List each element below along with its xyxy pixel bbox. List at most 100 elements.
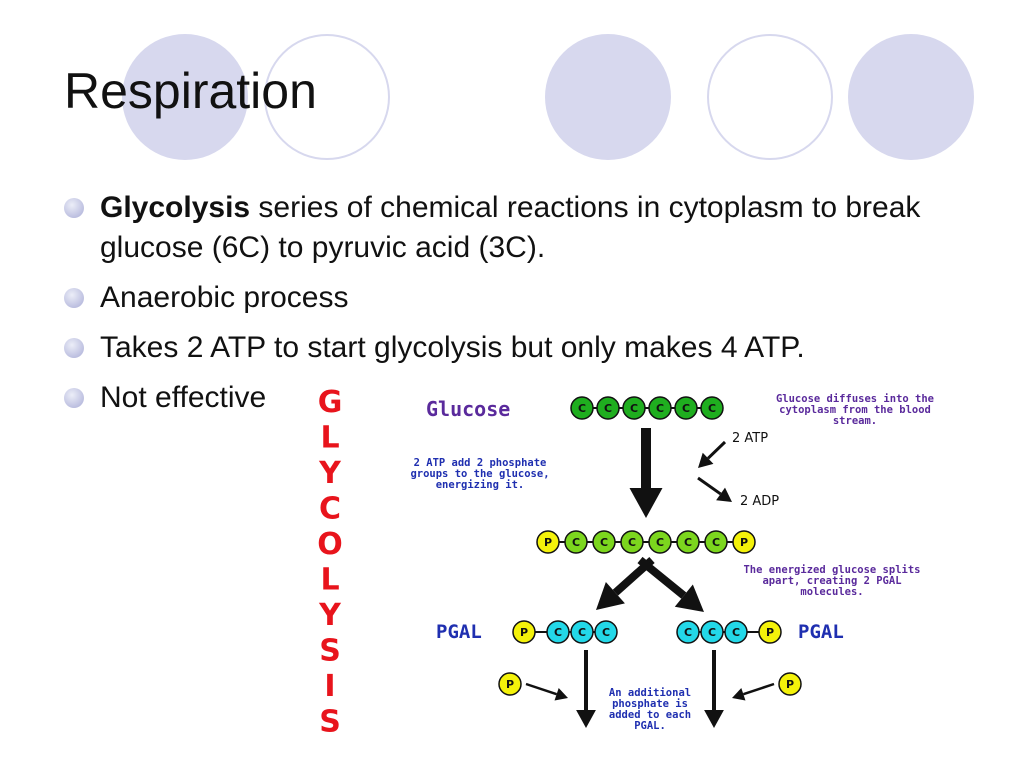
glucose-carbon: [570, 396, 594, 420]
pgal-carbon: [594, 620, 618, 644]
note-phosphate-line: PGAL.: [634, 720, 666, 732]
pgal-carbon: [546, 620, 570, 644]
phosphate-arrow-right: [742, 682, 775, 696]
bullet-item: Not effective: [64, 378, 964, 418]
pgal-carbon-label: C: [684, 626, 692, 639]
energized-carbon-label: C: [712, 536, 720, 549]
phosphate-ball: [498, 672, 522, 696]
split-arrow-right-head: [674, 584, 704, 612]
note-atp-line: groups to the glucose,: [410, 468, 549, 480]
phosphate-ball: [758, 620, 782, 644]
glucose-carbon: [596, 396, 620, 420]
energized-carbon-label: C: [628, 536, 636, 549]
glucose-carbon: [648, 396, 672, 420]
note-diffuse-line: cytoplasm from the blood: [779, 404, 931, 416]
phosphate-ball-label: P: [506, 678, 514, 691]
bullet-dot-icon: [64, 388, 84, 408]
adp-out-arrow-head: [716, 487, 732, 502]
bullet-list: Glycolysis series of chemical reactions …: [64, 188, 964, 428]
note-atp-line: energizing it.: [436, 479, 525, 491]
vertical-title-letter: O: [317, 527, 343, 562]
note-phosphate-line: phosphate is: [612, 698, 688, 710]
split-arrow-left-head: [596, 582, 625, 610]
down-arrow-left-head: [576, 710, 596, 728]
glucose-carbon: [674, 396, 698, 420]
note-split-line: molecules.: [800, 586, 863, 598]
phosphate-ball-label: P: [786, 678, 794, 691]
vertical-title-letter: L: [320, 563, 339, 598]
atp-in-arrow-head: [698, 452, 714, 468]
phosphate-ball: [536, 530, 560, 554]
energized-carbon: [564, 530, 588, 554]
energized-carbon: [620, 530, 644, 554]
energized-carbon-label: C: [600, 536, 608, 549]
phosphate-ball-label: P: [766, 626, 774, 639]
note-diffuse-line: stream.: [833, 415, 877, 427]
phosphate-arrow-right-head: [732, 687, 746, 701]
bullet-item: Glycolysis series of chemical reactions …: [64, 188, 964, 268]
pgal-label-right: PGAL: [798, 621, 844, 643]
glucose-carbon-label: C: [708, 402, 716, 415]
bullet-dot-icon: [64, 198, 84, 218]
note-phosphate-line: An additional: [609, 687, 691, 699]
glucose-label: Glucose: [426, 397, 510, 421]
phosphate-ball-label: P: [740, 536, 748, 549]
bullet-item: Anaerobic process: [64, 278, 964, 318]
vertical-title-letter: Y: [318, 456, 342, 491]
vertical-title-letter: S: [319, 634, 341, 669]
phosphate-ball-label: P: [520, 626, 528, 639]
note-atp-line: 2 ATP add 2 phosphate: [414, 457, 547, 469]
pgal-carbon-label: C: [732, 626, 740, 639]
energized-carbon-label: C: [656, 536, 664, 549]
decor-circle-3: [848, 34, 974, 160]
bullet-text: Not effective: [100, 381, 267, 414]
glucose-carbon-label: C: [578, 402, 586, 415]
vertical-title-letter: C: [319, 492, 341, 527]
bullet-dot-icon: [64, 288, 84, 308]
decor-circle-2: [545, 34, 671, 160]
pgal-carbon: [676, 620, 700, 644]
energized-carbon: [592, 530, 616, 554]
glucose-carbon: [700, 396, 724, 420]
pgal-carbon: [700, 620, 724, 644]
bullet-bold: Glycolysis: [100, 191, 251, 224]
note-split-line: The energized glucose splits: [743, 564, 920, 576]
bullet-text: Takes 2 ATP to start glycolysis but only…: [100, 331, 805, 364]
glucose-carbon-label: C: [656, 402, 664, 415]
main-down-arrow-head: [629, 488, 663, 518]
glucose-carbon-label: C: [630, 402, 638, 415]
glucose-carbon: [622, 396, 646, 420]
bullet-text: series of chemical reactions in cytoplas…: [100, 191, 921, 264]
energized-carbon-label: C: [684, 536, 692, 549]
phosphate-ball: [778, 672, 802, 696]
energized-carbon: [704, 530, 728, 554]
pgal-carbon-label: C: [708, 626, 716, 639]
phosphate-arrow-left: [525, 682, 558, 696]
vertical-title-letter: Y: [318, 598, 342, 633]
vertical-title-letter: S: [319, 705, 341, 740]
split-arrow-right: [637, 556, 687, 599]
note-phosphate-line: added to each: [609, 709, 691, 721]
note-diffuse-line: Glucose diffuses into the: [776, 393, 934, 405]
pgal-carbon-label: C: [578, 626, 586, 639]
phosphate-ball: [512, 620, 536, 644]
bullet-dot-icon: [64, 338, 84, 358]
vertical-title-letter: L: [320, 421, 339, 456]
decor-circle-1: [122, 34, 248, 160]
pgal-carbon-label: C: [554, 626, 562, 639]
glucose-carbon-label: C: [682, 402, 690, 415]
energized-carbon-label: C: [572, 536, 580, 549]
phosphate-arrow-left-head: [554, 687, 568, 701]
adp-out-arrow: [697, 476, 722, 496]
bullet-item: Takes 2 ATP to start glycolysis but only…: [64, 328, 964, 368]
note-split-line: apart, creating 2 PGAL: [762, 575, 901, 587]
pgal-carbon: [570, 620, 594, 644]
pgal-carbon: [724, 620, 748, 644]
phosphate-ball: [732, 530, 756, 554]
pgal-label-left: PGAL: [436, 621, 482, 643]
adp-out-label: 2 ADP: [740, 494, 779, 509]
down-arrow-right-head: [704, 710, 724, 728]
atp-in-label: 2 ATP: [732, 431, 768, 446]
phosphate-ball-label: P: [544, 536, 552, 549]
